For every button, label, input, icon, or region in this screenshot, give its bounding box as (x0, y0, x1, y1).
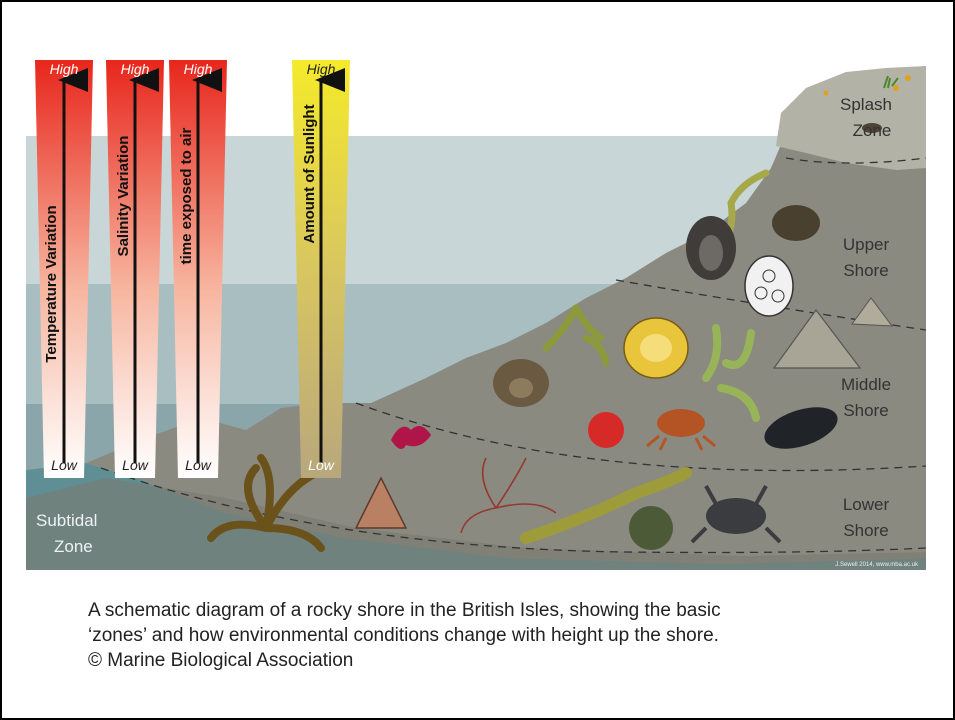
zone-label-splash-line1: Splash (840, 95, 892, 114)
bar-title: time exposed to air (178, 127, 195, 264)
image-credit: J.Sewell 2014, www.mba.ac.uk (835, 562, 919, 568)
caption-line-3: © Marine Biological Association (88, 648, 928, 673)
rocky-shore-diagram: High Low Temperature Variation High Low … (26, 58, 926, 570)
zone-label-lower-line1: Lower (843, 495, 890, 514)
bar-low-label: Low (51, 457, 78, 473)
caption-line-1: A schematic diagram of a rocky shore in … (88, 598, 928, 623)
bar-low-label: Low (122, 457, 149, 473)
bar-title: Salinity Variation (115, 136, 132, 257)
zone-label-subtidal-line2: Zone (54, 537, 93, 556)
zone-label-lower-line2: Shore (843, 521, 888, 540)
zone-label-middle-line2: Shore (843, 401, 888, 420)
bar-high-label: High (50, 61, 79, 77)
gradient-bar-temperature: High Low Temperature Variation (35, 60, 93, 478)
zone-label-upper-line2: Shore (843, 261, 888, 280)
gradient-bar-air-exposure: High Low time exposed to air (169, 60, 227, 478)
zone-label-upper-line1: Upper (843, 235, 890, 254)
gradient-bar-salinity: High Low Salinity Variation (106, 60, 164, 478)
bar-high-label: High (307, 61, 336, 77)
gradient-bar-sunlight: High Low Amount of Sunlight (292, 60, 350, 478)
zone-label-middle-line1: Middle (841, 375, 891, 394)
figure-caption: A schematic diagram of a rocky shore in … (88, 598, 928, 673)
bar-high-label: High (184, 61, 213, 77)
bar-high-label: High (121, 61, 150, 77)
zone-label-splash-line2: Zone (853, 121, 892, 140)
bar-low-label: Low (185, 457, 212, 473)
bar-title: Amount of Sunlight (301, 104, 318, 243)
caption-line-2: ‘zones’ and how environmental conditions… (88, 623, 928, 648)
bar-low-label: Low (308, 457, 335, 473)
zone-label-subtidal-line1: Subtidal (36, 511, 97, 530)
bar-title: Temperature Variation (43, 205, 60, 362)
